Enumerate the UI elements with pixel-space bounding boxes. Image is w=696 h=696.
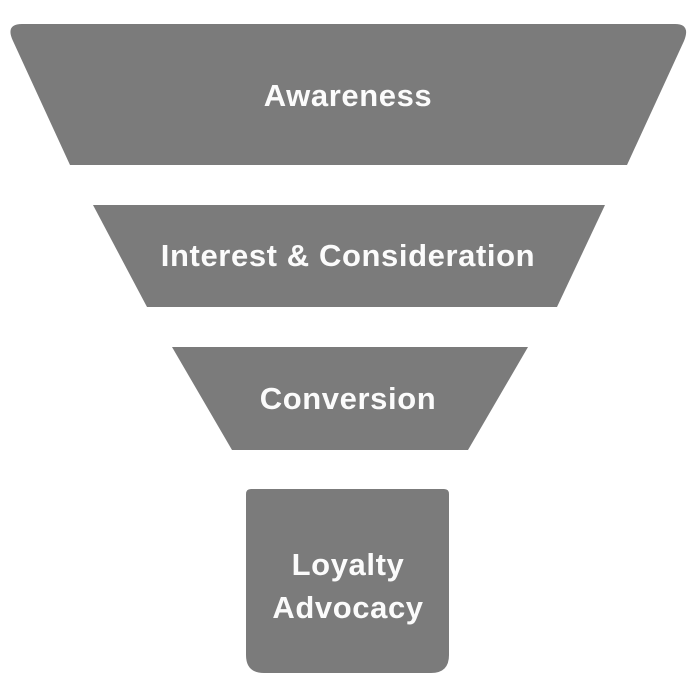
funnel-stage-label-conversion: Conversion — [259, 381, 437, 416]
funnel-stage-label-interest-consideration: Interest & Consideration — [160, 238, 536, 273]
funnel-stage-shape-loyalty-advocacy — [246, 489, 449, 673]
funnel-stage-shape-conversion — [172, 347, 528, 450]
funnel-stage-label-loyalty-advocacy: Loyalty Advocacy — [272, 547, 424, 625]
funnel-stage-shape-interest-consideration — [93, 205, 605, 307]
funnel-stage-shape-awareness — [10, 24, 687, 165]
funnel-stage-label-awareness: Awareness — [263, 78, 433, 113]
